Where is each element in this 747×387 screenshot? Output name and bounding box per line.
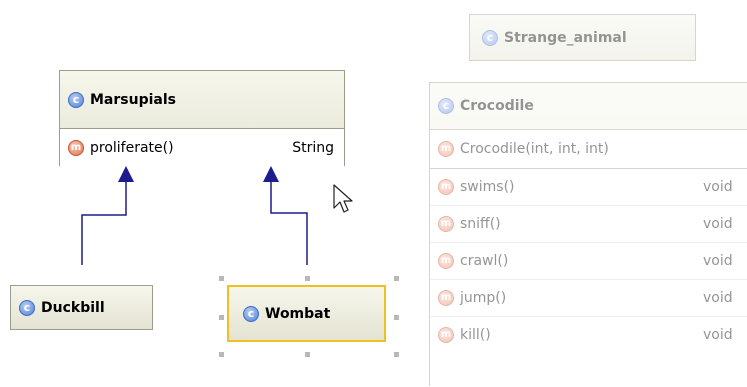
class-crocodile-header: c Crocodile [430,83,747,129]
method-row[interactable]: m jump() void [430,280,747,317]
method-return-type: void [703,290,733,306]
resize-handle[interactable] [394,352,399,357]
method-icon: m [438,253,454,269]
method-icon: m [68,140,84,156]
class-name: Crocodile [460,98,534,114]
method-return-type: String [292,140,334,156]
method-row[interactable]: m kill() void [430,317,747,353]
edge-wombat-to-marsupials [270,182,308,265]
method-row[interactable]: m proliferate() String [60,128,344,166]
constructor-row[interactable]: m Crocodile(int, int, int) [430,129,747,169]
method-name: kill() [460,327,491,343]
resize-handle[interactable] [219,352,224,357]
class-icon: c [482,29,498,46]
method-icon: m [438,179,454,195]
edge-arrowhead-duckbill [118,166,134,182]
class-crocodile[interactable]: c Crocodile m Crocodile(int, int, int) m… [429,82,747,387]
edge-arrowhead-wombat [263,166,279,182]
class-icon: c [68,92,84,108]
class-name: Wombat [265,305,331,322]
method-row[interactable]: m sniff() void [430,206,747,243]
method-name: crawl() [460,253,509,269]
resize-handle[interactable] [219,315,224,320]
method-return-type: void [703,179,733,195]
method-icon: m [438,327,454,343]
class-wombat[interactable]: c Wombat [227,285,386,342]
class-icon: c [243,305,259,322]
edge-duckbill-to-marsupials [81,182,127,265]
constructor-signature: Crocodile(int, int, int) [460,141,609,157]
class-name: Marsupials [90,92,176,108]
method-return-type: void [703,253,733,269]
method-name: jump() [460,290,507,306]
class-strange-animal[interactable]: c Strange_animal [469,14,696,61]
method-name: sniff() [460,216,501,232]
mouse-cursor-icon [333,184,353,213]
method-return-type: void [703,216,733,232]
resize-handle[interactable] [394,276,399,281]
method-icon: m [438,141,454,157]
class-duckbill[interactable]: c Duckbill [10,285,153,330]
method-list: m swims() void m sniff() void m crawl() … [430,169,747,387]
method-name: proliferate() [90,140,174,156]
method-icon: m [438,216,454,232]
class-icon: c [19,299,35,316]
resize-handle[interactable] [219,276,224,281]
method-row[interactable]: m swims() void [430,169,747,206]
class-name: Duckbill [41,299,105,316]
class-name: Strange_animal [504,29,627,46]
resize-handle[interactable] [394,315,399,320]
resize-handle[interactable] [305,276,310,281]
method-icon: m [438,290,454,306]
class-icon: c [438,98,454,114]
method-name: swims() [460,179,515,195]
method-row[interactable]: m crawl() void [430,243,747,280]
class-marsupials-header: c Marsupials [60,71,344,129]
method-return-type: void [703,327,733,343]
resize-handle[interactable] [305,352,310,357]
class-marsupials[interactable]: c Marsupials m proliferate() String [59,70,345,166]
